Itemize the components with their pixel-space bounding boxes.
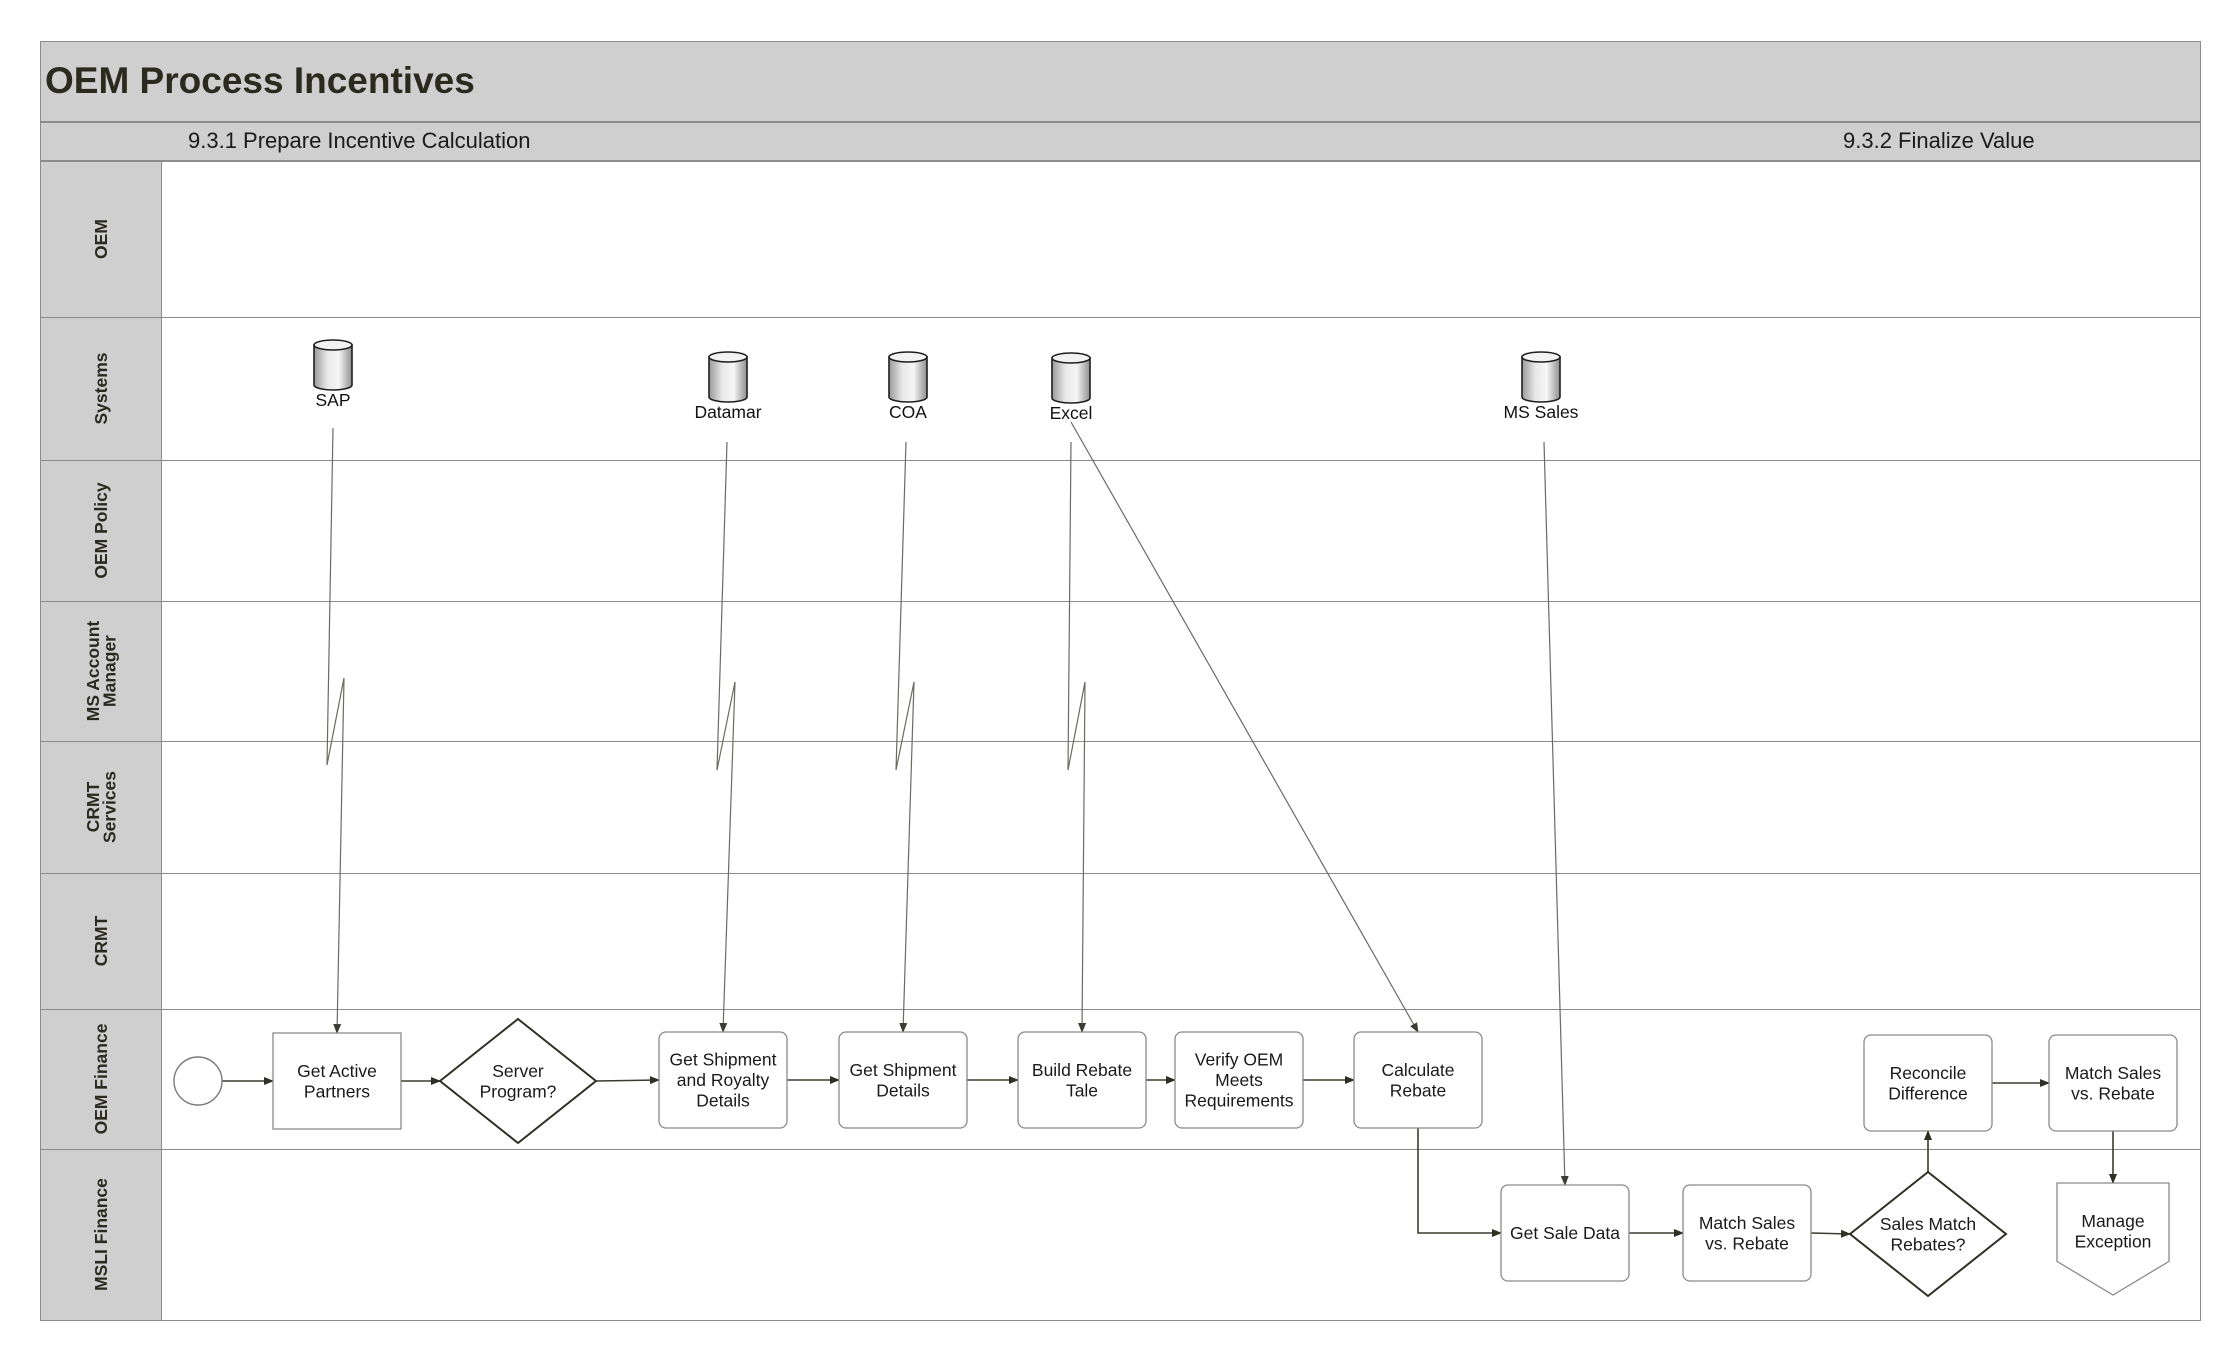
flow-calc-to-saledata xyxy=(1417,1128,1502,1237)
node-label: Match Sales xyxy=(1699,1213,1796,1233)
lane-header xyxy=(40,161,162,318)
lane-header xyxy=(40,317,162,461)
node-label: Get Shipment xyxy=(670,1050,777,1070)
lane-msli: MSLI Finance xyxy=(40,1149,2201,1321)
lane-systems: Systems xyxy=(40,317,2201,461)
system-label: SAP xyxy=(315,390,350,410)
system-label: Excel xyxy=(1050,403,1093,423)
lane-header xyxy=(40,460,162,602)
lane-crmt: CRMT xyxy=(40,873,2201,1010)
node-label: Program? xyxy=(480,1081,557,1101)
lane-label: MSLI Finance xyxy=(91,1178,111,1291)
node-label: Rebates? xyxy=(1891,1234,1966,1254)
lane-label: CRMTServices xyxy=(83,771,120,843)
node-label: vs. Rebate xyxy=(1705,1233,1789,1253)
node-label: Requirements xyxy=(1185,1091,1294,1111)
lane-policy: OEM Policy xyxy=(40,460,2201,602)
lane-header xyxy=(40,601,162,742)
node-label: and Royalty xyxy=(677,1070,770,1090)
node-label: vs. Rebate xyxy=(2071,1083,2155,1103)
lane-label: MS AccountManager xyxy=(83,621,120,722)
node-label: Reconcile xyxy=(1890,1063,1967,1083)
lane-acctmgr: MS AccountManager xyxy=(40,601,2201,742)
lane-label: OEM Finance xyxy=(91,1023,111,1134)
system-label: MS Sales xyxy=(1504,402,1579,422)
association-excel-to-rebate xyxy=(1067,441,1087,1033)
flow-match2-to-salesmatch xyxy=(1810,1229,1851,1238)
sequence-flows xyxy=(222,1076,2117,1238)
title-bar xyxy=(40,41,2201,122)
association-mssales-to-saledata xyxy=(1543,441,1569,1186)
lane-label: CRMT xyxy=(91,915,111,966)
start-event-start[interactable] xyxy=(173,1056,223,1106)
node-label: Exception xyxy=(2075,1231,2152,1251)
node-label: Get Shipment xyxy=(850,1060,957,1080)
database-icon xyxy=(708,356,748,403)
node-label: Match Sales xyxy=(2065,1063,2162,1083)
lane-crmtsvc: CRMTServices xyxy=(40,741,2201,874)
diagram-title: OEM Process Incentives xyxy=(45,60,475,101)
system-databases: SAP Datamar COA Excel MS Sales xyxy=(313,339,1579,423)
system-sap: SAP xyxy=(313,339,353,410)
database-icon xyxy=(1521,356,1561,403)
node-label: Get Sale Data xyxy=(1510,1223,1620,1243)
node-label: Get Active xyxy=(297,1061,377,1081)
system-label: COA xyxy=(889,402,927,422)
lane-label: Systems xyxy=(91,352,111,424)
node-label: Details xyxy=(696,1091,750,1111)
node-label: Calculate xyxy=(1382,1060,1455,1080)
lane-oem: OEM xyxy=(40,161,2201,318)
node-label: Build Rebate xyxy=(1032,1060,1132,1080)
lane-header xyxy=(40,1149,162,1321)
node-label: Server xyxy=(492,1061,544,1081)
node-label: Meets xyxy=(1215,1070,1263,1090)
association-sap-to-active xyxy=(326,427,345,1034)
node-label: Difference xyxy=(1888,1083,1967,1103)
phase-prepare: 9.3.1 Prepare Incentive Calculation xyxy=(188,128,530,153)
phase-finalize: 9.3.2 Finalize Value xyxy=(1843,128,2035,153)
flow-server-to-royalty xyxy=(595,1076,660,1085)
node-label: Rebate xyxy=(1390,1080,1446,1100)
system-datamar: Datamar xyxy=(694,351,762,422)
node-label: Sales Match xyxy=(1880,1214,1976,1234)
system-mssales: MS Sales xyxy=(1504,351,1579,422)
system-label: Datamar xyxy=(694,402,761,422)
association-coa-to-shipment xyxy=(895,441,915,1033)
lane-label: OEM Policy xyxy=(91,482,111,579)
node-label: Verify OEM xyxy=(1195,1050,1284,1070)
system-excel: Excel xyxy=(1050,352,1093,423)
system-coa: COA xyxy=(888,351,928,422)
node-label: Partners xyxy=(304,1081,370,1101)
association-lines xyxy=(326,421,1569,1186)
database-icon xyxy=(888,356,928,403)
association-datamar-to-royalty xyxy=(716,441,736,1033)
lane-header xyxy=(40,1009,162,1150)
database-icon xyxy=(1051,357,1091,404)
phase-bar xyxy=(40,122,2201,161)
node-label: Details xyxy=(876,1080,930,1100)
node-label: Manage xyxy=(2081,1211,2144,1231)
lane-label: OEM xyxy=(91,219,111,259)
database-icon xyxy=(313,344,353,391)
node-label: Tale xyxy=(1066,1080,1098,1100)
task-saledata[interactable]: Get Sale Data xyxy=(1500,1184,1630,1282)
association-excel-to-calc xyxy=(1070,421,1419,1033)
